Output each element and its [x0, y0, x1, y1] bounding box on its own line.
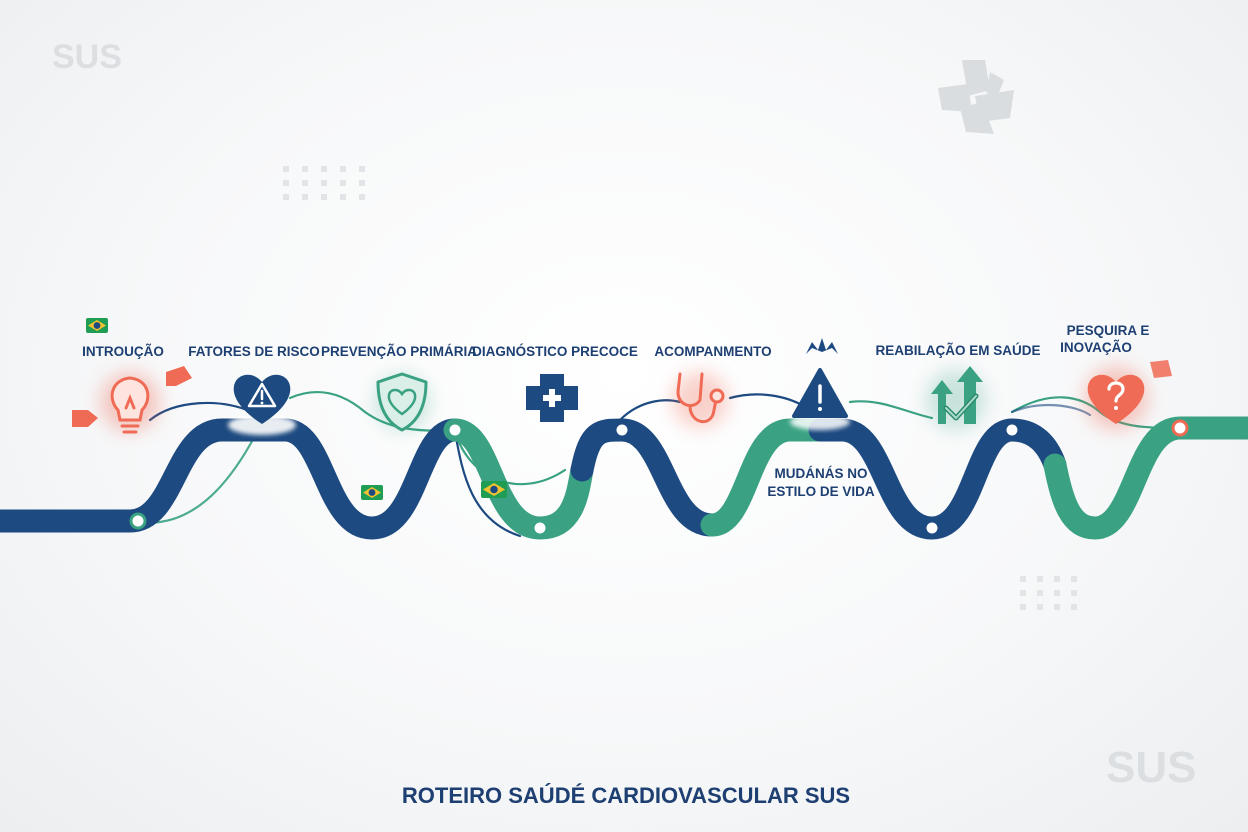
waypoint-node [613, 421, 631, 439]
warning-triangle-icon [792, 368, 848, 418]
waypoint-node [923, 519, 941, 537]
milestone-acompanhamento: ACOMPANMENTO [654, 344, 772, 428]
milestone-pesquisa-e-inovacao: PESQUIRA E INOVAÇÃO [1060, 323, 1149, 430]
watermark-sus-top-left: SUS [52, 38, 122, 76]
milestone-mudancas-estilo-de-vida: MUDÁNÁS NO ESTILO DE VIDA [767, 338, 875, 499]
dot-grid-decoration-icon [283, 166, 365, 200]
waypoint-node [446, 421, 464, 439]
dot-grid-decoration-icon [1020, 576, 1077, 610]
road-segment-4 [700, 418, 832, 537]
sus-watermark-text: SUS [1106, 743, 1196, 792]
milestone-label: FATORES DE RISCO [188, 344, 320, 359]
milestone-reabilitacao-em-saude: REABILAÇÃO EM SAÚDE [875, 343, 1041, 430]
milestone-label-line1: MUDÁNÁS NO [775, 466, 868, 481]
decorative-emblem-icon [938, 60, 1014, 134]
brazil-flag-icon [481, 481, 507, 498]
road-segment-6 [1043, 416, 1248, 540]
milestone-prevencao-primaria: PREVENÇÃO PRIMÁRIA [321, 344, 477, 432]
medical-cross-icon [526, 374, 578, 422]
milestone-diagnostico-precoce: DIAGNÓSTICO PRECOCE [472, 344, 638, 422]
milestone-label: REABILAÇÃO EM SAÚDE [875, 343, 1040, 358]
stethoscope-icon [676, 372, 725, 423]
milestone-label: DIAGNÓSTICO PRECOCE [472, 344, 638, 359]
coral-arrow-tag-icon [72, 360, 1172, 427]
milestone-label: ACOMPANMENTO [654, 344, 771, 359]
waypoint-node [1003, 421, 1021, 439]
shield-heart-icon [376, 372, 428, 432]
crown-burst-icon [806, 338, 838, 354]
milestone-label-line1: PESQUIRA E [1067, 323, 1150, 338]
waypoint-nodes [129, 419, 1189, 537]
brazil-flag-icon [86, 318, 108, 333]
milestone-introducao: INTROUÇÃO [82, 344, 164, 434]
road-segment-5 [808, 418, 1067, 540]
watermark-sus-bottom-right: SUS [1106, 743, 1196, 792]
page-title: ROTEIRO SAÚDÉ CARDIOVASCULAR SUS [402, 783, 850, 808]
milestone-fatores-de-risco: FATORES DE RISCO [188, 344, 320, 435]
road-segment-2 [443, 418, 594, 540]
milestone-label: INTROUÇÃO [82, 344, 164, 359]
milestone-label: PREVENÇÃO PRIMÁRIA [321, 344, 477, 359]
sus-watermark-text: SUS [52, 38, 122, 76]
road-segment-1 [0, 418, 467, 540]
lightbulb-icon [110, 376, 150, 434]
road-segment-3 [570, 418, 724, 537]
waypoint-node [531, 519, 549, 537]
milestone-label-line2: INOVAÇÃO [1060, 340, 1132, 355]
heart-warning-icon [233, 374, 291, 424]
waypoint-node [129, 512, 147, 530]
brazil-flag-icon [361, 485, 383, 500]
waypoint-node [1171, 419, 1189, 437]
growth-check-icon [931, 366, 983, 424]
milestone-label-line2: ESTILO DE VIDA [767, 484, 875, 499]
heart-question-icon [1087, 374, 1145, 424]
winding-roadmap-path [0, 416, 1248, 540]
